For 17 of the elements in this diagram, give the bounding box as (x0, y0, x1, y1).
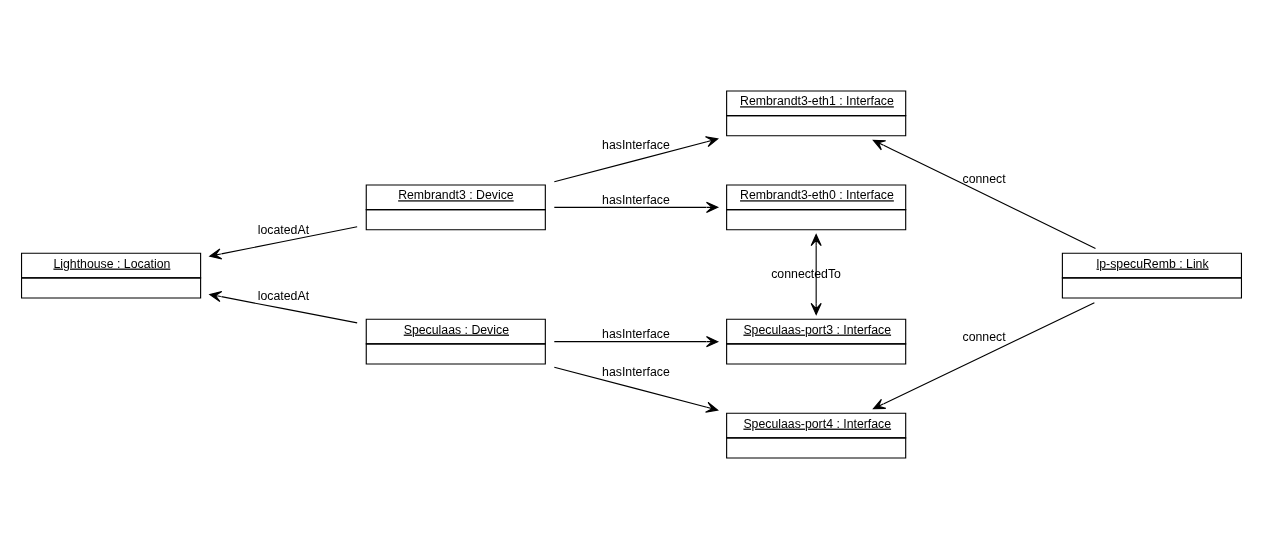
arrow (209, 226, 358, 260)
edge-label: hasInterface (602, 192, 670, 207)
arrow (553, 201, 719, 213)
edge-label: locatedAt (257, 289, 310, 304)
edge-label: hasInterface (602, 327, 670, 342)
arrow (810, 233, 822, 316)
edge-label: locatedAt (257, 222, 310, 237)
arrow (872, 302, 1095, 410)
edge-label: connect (962, 171, 1006, 186)
arrow (553, 336, 719, 348)
edge-label: hasInterface (602, 137, 670, 152)
edge-label: hasInterface (602, 365, 670, 380)
arrow (872, 139, 1097, 250)
arrow (553, 366, 719, 413)
arrow (553, 136, 719, 183)
arrow (209, 291, 358, 324)
edge-label: connect (962, 330, 1006, 345)
